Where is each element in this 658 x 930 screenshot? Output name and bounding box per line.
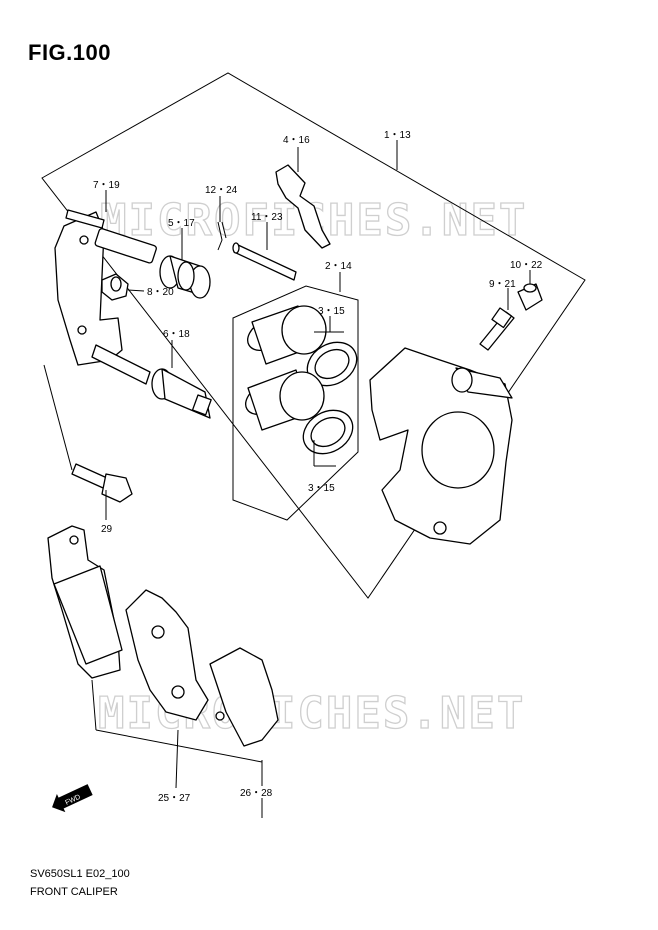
diagram-code: SV650SL1 E02_100: [30, 868, 130, 880]
callout-25-27: 25・27: [158, 793, 191, 804]
leader-lines: [43, 140, 531, 818]
callout-29: 29: [101, 524, 113, 535]
callout-5-17: 5・17: [168, 218, 195, 229]
forward-arrow: FWD: [52, 784, 93, 813]
callout-8-20: 8・20: [147, 287, 174, 298]
boot: [159, 255, 211, 299]
caliper-assembly-outline: [41, 72, 586, 599]
seal-upper: [306, 341, 358, 387]
caliper-body: [369, 347, 513, 545]
diagram-name: FRONT CALIPER: [30, 886, 118, 898]
piston-group-outline: [232, 285, 359, 521]
figure-title: FIG.100: [28, 40, 111, 65]
callout-4-16: 4・16: [283, 135, 310, 146]
pad-shim-a: [125, 589, 209, 721]
piston-upper: [247, 305, 327, 365]
slide-pin: [91, 344, 212, 419]
piston-lower: [245, 369, 325, 431]
seal-lower: [302, 409, 354, 455]
callout-11-23: 11・23: [251, 212, 283, 223]
callout-26-28: 26・28: [240, 788, 273, 799]
pad-pin: [232, 242, 297, 281]
bleeder-cap: [517, 283, 543, 311]
caliper-bracket: [54, 209, 157, 366]
callout-2-14: 2・14: [325, 261, 352, 272]
small-boot: [101, 273, 129, 301]
callout-12-24: 12・24: [205, 185, 238, 196]
cotter-pin: [217, 221, 227, 251]
callout-3-15-upper: 3・15: [318, 306, 345, 317]
mounting-bolt: [71, 463, 133, 503]
callout-9-21: 9・21: [489, 279, 516, 290]
pad-shim-b: [209, 647, 279, 747]
callout-3-15-lower: 3・15: [308, 483, 335, 494]
pad-spring-clip: [275, 164, 331, 249]
bleeder-screw: [479, 307, 515, 351]
brake-pad: [47, 525, 123, 679]
callout-1-13: 1・13: [384, 130, 411, 141]
callout-7-19: 7・19: [93, 180, 120, 191]
callout-10-22: 10・22: [510, 260, 543, 271]
callout-6-18: 6・18: [163, 329, 190, 340]
